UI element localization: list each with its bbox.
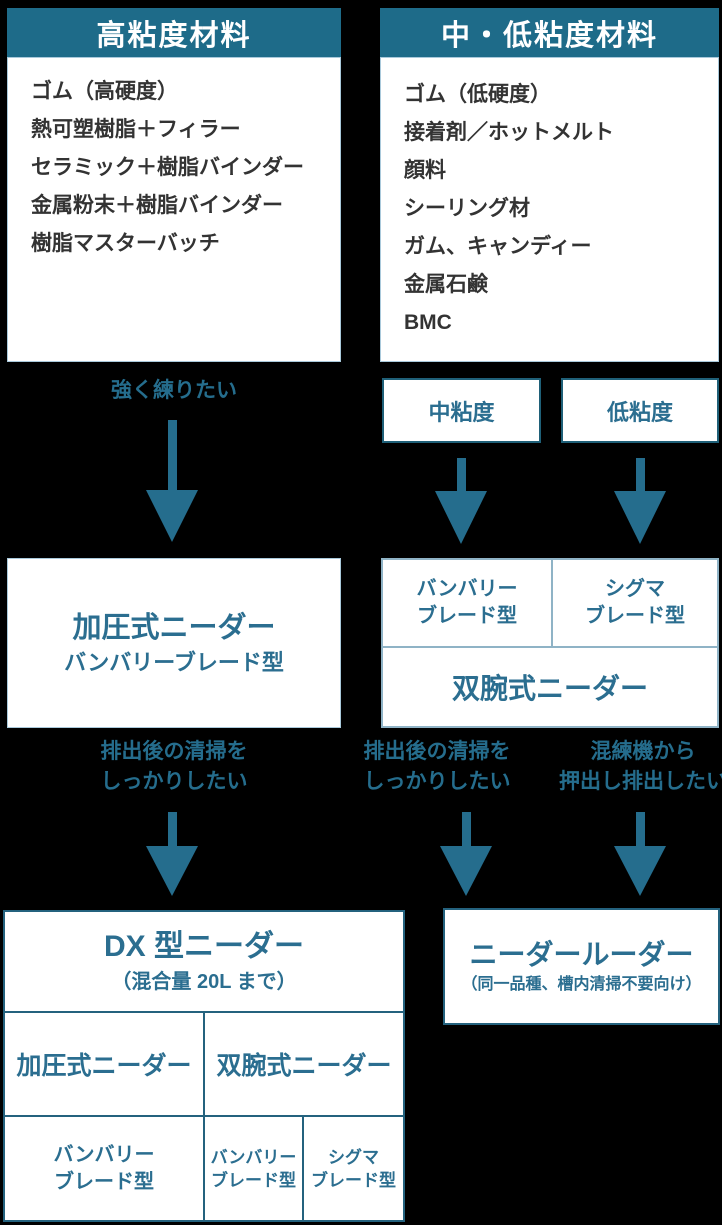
pressure-kneader-title: 加圧式ニーダー <box>72 612 276 644</box>
dx-kneader-title: DX 型ニーダー <box>103 929 304 963</box>
pressure-kneader-subtitle: バンバリーブレード型 <box>64 650 284 675</box>
list-item: 熱可塑樹脂＋フィラー <box>31 118 241 141</box>
list-item: 顔料 <box>404 159 446 182</box>
dx-kneader-title-cell: DX 型ニーダー （混合量 20L まで） <box>5 912 403 1011</box>
clean-after-discharge-label-left: 排出後の清掃を しっかりしたい <box>100 740 248 793</box>
down-arrow-icon <box>146 420 198 542</box>
list-item: セラミック＋樹脂バインダー <box>31 156 304 179</box>
kneader-ruder-note: （同一品種、槽内清掃不要向け） <box>461 975 702 993</box>
down-arrow-icon <box>614 458 666 544</box>
dx-kneader-grid: DX 型ニーダー （混合量 20L まで） 加圧式ニーダー 双腕式ニーダー バン… <box>3 910 405 1222</box>
high-viscosity-header: 高粘度材料 <box>7 8 341 57</box>
down-arrow-icon <box>146 812 198 896</box>
list-item: シーリング材 <box>404 197 530 220</box>
pressure-kneader-type-cell: 加圧式ニーダー <box>5 1013 203 1115</box>
twin-arm-kneader-title-cell: 双腕式ニーダー <box>383 648 717 726</box>
kneader-ruder-box: ニーダールーダー （同一品種、槽内清掃不要向け） <box>443 908 720 1025</box>
list-item: ゴム（低硬度） <box>404 83 551 106</box>
banbury-blade-cell: バンバリー ブレード型 <box>383 560 551 646</box>
high-viscosity-material-list: ゴム（高硬度） 熱可塑樹脂＋フィラー セラミック＋樹脂バインダー 金属粉末＋樹脂… <box>7 57 341 362</box>
twin-arm-kneader-type-cell: 双腕式ニーダー <box>205 1013 403 1115</box>
knead-strong-label: 強く練りたい <box>111 379 237 402</box>
low-viscosity-box: 低粘度 <box>561 378 719 443</box>
banbury-blade-cell: バンバリー ブレード型 <box>5 1117 203 1220</box>
down-arrow-icon <box>435 458 487 544</box>
list-item: 樹脂マスターバッチ <box>31 232 220 255</box>
banbury-blade-cell: バンバリー ブレード型 <box>205 1117 302 1220</box>
list-item: 接着剤／ホットメルト <box>404 121 614 144</box>
sigma-blade-cell: シグマ ブレード型 <box>304 1117 403 1220</box>
mid-low-viscosity-material-list: ゴム（低硬度） 接着剤／ホットメルト 顔料 シーリング材 ガム、キャンディー 金… <box>380 57 719 362</box>
blade-type-row: バンバリー ブレード型 バンバリー ブレード型 シグマ ブレード型 <box>5 1117 403 1220</box>
list-item: BMC <box>404 311 452 334</box>
list-item: ガム、キャンディー <box>404 235 592 258</box>
clean-after-discharge-label-mid: 排出後の清掃を しっかりしたい <box>363 740 511 793</box>
pressure-kneader-box: 加圧式ニーダー バンバリーブレード型 <box>7 558 341 728</box>
down-arrow-icon <box>440 812 492 896</box>
extrude-discharge-label: 混練機から 押出し排出したい <box>559 740 722 793</box>
sigma-blade-cell: シグマ ブレード型 <box>553 560 717 646</box>
list-item: 金属粉末＋樹脂バインダー <box>31 194 283 217</box>
kneader-ruder-title: ニーダールーダー <box>469 938 694 970</box>
down-arrow-icon <box>614 812 666 896</box>
twin-arm-kneader-grid: バンバリー ブレード型 シグマ ブレード型 双腕式ニーダー <box>381 558 719 728</box>
list-item: 金属石鹸 <box>404 273 488 296</box>
dx-kneader-capacity: （混合量 20L まで） <box>111 970 297 993</box>
list-item: ゴム（高硬度） <box>31 80 178 103</box>
mid-low-viscosity-header: 中・低粘度材料 <box>380 8 719 57</box>
mid-viscosity-box: 中粘度 <box>382 378 541 443</box>
